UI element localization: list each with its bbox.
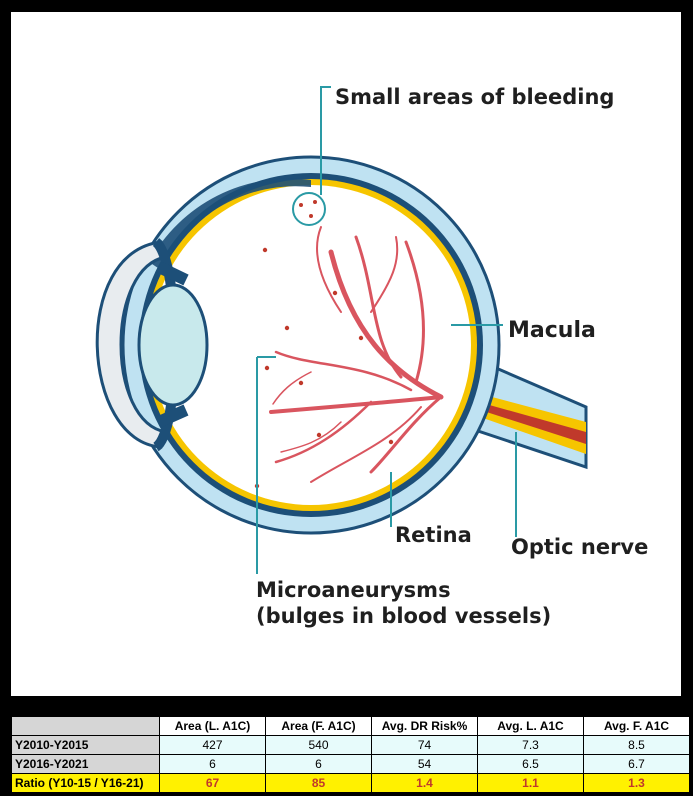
- column-header: Area (L. A1C): [160, 717, 266, 736]
- table-header-row: Area (L. A1C) Area (F. A1C) Avg. DR Risk…: [12, 717, 690, 736]
- row-label: Y2016-Y2021: [12, 755, 160, 774]
- label-macula: Macula: [508, 318, 596, 343]
- label-retina: Retina: [395, 523, 472, 547]
- table-cell: 6.7: [584, 755, 690, 774]
- eye-diagram-panel: Small areas of bleeding Macula Retina Op…: [11, 12, 681, 696]
- table-cell: 8.5: [584, 736, 690, 755]
- column-header: Avg. DR Risk%: [372, 717, 478, 736]
- row-label: Ratio (Y10-15 / Y16-21): [12, 774, 160, 793]
- column-header: Avg. L. A1C: [478, 717, 584, 736]
- column-header: Area (F. A1C): [266, 717, 372, 736]
- table-cell: 74: [372, 736, 478, 755]
- table-cell: 427: [160, 736, 266, 755]
- lens: [139, 285, 207, 405]
- row-label: Y2010-Y2015: [12, 736, 160, 755]
- table-cell: 6: [160, 755, 266, 774]
- table-row: Y2016-Y2021 6 6 54 6.5 6.7: [12, 755, 690, 774]
- table-cell: 1.3: [584, 774, 690, 793]
- label-bleeding: Small areas of bleeding: [335, 85, 614, 109]
- table-cell: 1.4: [372, 774, 478, 793]
- column-header: Avg. F. A1C: [584, 717, 690, 736]
- label-microaneurysms-detail: (bulges in blood vessels): [256, 604, 551, 628]
- label-optic-nerve: Optic nerve: [511, 535, 648, 559]
- table-cell: 67: [160, 774, 266, 793]
- table-corner: [12, 717, 160, 736]
- table-cell: 540: [266, 736, 372, 755]
- label-microaneurysms: Microaneurysms: [256, 578, 451, 602]
- table-cell: 6.5: [478, 755, 584, 774]
- summary-table: Area (L. A1C) Area (F. A1C) Avg. DR Risk…: [11, 716, 690, 793]
- eye-diagram: Small areas of bleeding Macula Retina Op…: [11, 12, 681, 696]
- table-row: Y2010-Y2015 427 540 74 7.3 8.5: [12, 736, 690, 755]
- table-row-ratio: Ratio (Y10-15 / Y16-21) 67 85 1.4 1.1 1.…: [12, 774, 690, 793]
- table-cell: 7.3: [478, 736, 584, 755]
- table-cell: 6: [266, 755, 372, 774]
- table-cell: 85: [266, 774, 372, 793]
- table-cell: 1.1: [478, 774, 584, 793]
- table-cell: 54: [372, 755, 478, 774]
